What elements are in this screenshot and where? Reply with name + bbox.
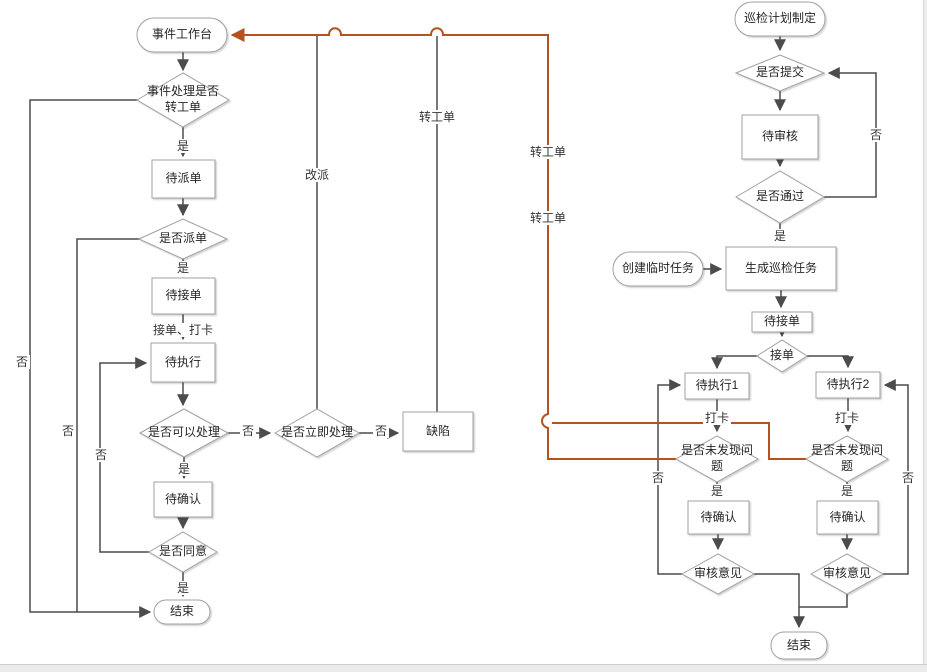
- node-decision-agree[interactable]: 是否同意: [158, 544, 207, 559]
- edge-label-punch-in: 打卡: [702, 411, 732, 425]
- shape-pending-confirm-2[interactable]: [816, 500, 879, 535]
- shape-end-right[interactable]: [770, 631, 828, 660]
- edge-label-no: 否: [649, 471, 667, 485]
- shape-decision-accept[interactable]: [756, 339, 808, 373]
- node-pending-accept-2[interactable]: 待接单: [763, 314, 800, 329]
- shape-generate-task[interactable]: [725, 246, 837, 291]
- shape-pending-confirm[interactable]: [153, 481, 213, 518]
- edge-label-no: 否: [239, 424, 257, 438]
- edge-accept-left: [711, 355, 757, 370]
- shape-decision-no-problem-1[interactable]: [674, 435, 760, 483]
- edge-review1-to-end: [754, 573, 805, 629]
- edge-label-yes: 是: [174, 581, 192, 595]
- node-decision-dispatch[interactable]: 是否派单: [158, 231, 207, 246]
- shape-decision-dispatch[interactable]: [137, 218, 229, 260]
- shape-review-opinion-2[interactable]: [809, 553, 885, 595]
- edge-label-accept-and-punch: 接单、打卡: [150, 323, 216, 337]
- edge-label-yes: 是: [708, 484, 726, 498]
- node-review-opinion-2[interactable]: 审核意见: [822, 566, 871, 581]
- node-decision-transfer[interactable]: 事件处理是否转工单: [146, 84, 219, 114]
- shape-pending-accept-2[interactable]: [751, 311, 813, 333]
- shape-decision-transfer[interactable]: [136, 72, 230, 128]
- edge-label-reassign: 改派: [302, 168, 332, 182]
- node-pending-confirm-2[interactable]: 待确认: [829, 509, 866, 524]
- edge-label-transfer-order: 转工单: [416, 110, 458, 124]
- node-defect[interactable]: 缺陷: [425, 423, 450, 438]
- bottom-scrollbar-strip[interactable]: [0, 664, 927, 672]
- node-review-opinion-1[interactable]: 审核意见: [693, 566, 742, 581]
- edge-accept-right: [807, 355, 854, 369]
- node-generate-task[interactable]: 生成巡检任务: [744, 260, 817, 275]
- shape-decision-no-problem-2[interactable]: [804, 435, 890, 483]
- edge-noproblem2-transfer-order: [552, 415, 806, 460]
- shape-decision-agree[interactable]: [148, 531, 218, 573]
- shape-decision-pass[interactable]: [735, 170, 825, 224]
- node-create-temp-task[interactable]: 创建临时任务: [621, 261, 694, 276]
- node-pending-confirm[interactable]: 待确认: [164, 491, 201, 506]
- shape-inspection-plan[interactable]: [734, 1, 826, 37]
- edge-review2-to-end: [799, 594, 848, 608]
- edge-dispatch-no-to-end: [76, 238, 140, 612]
- node-end-right[interactable]: 结束: [786, 637, 811, 652]
- edge-label-transfer-order: 转工单: [527, 145, 569, 159]
- edge-label-no: 否: [899, 471, 917, 485]
- edge-label-no: 否: [372, 424, 390, 438]
- shape-pending-dispatch[interactable]: [151, 159, 216, 199]
- node-decision-accept[interactable]: 接单: [769, 348, 794, 363]
- node-pending-execute-1[interactable]: 待执行1: [695, 378, 739, 393]
- shape-pending-execute-2[interactable]: [815, 371, 881, 399]
- edge-noproblem1-transfer-order: [230, 27, 676, 460]
- node-decision-submit[interactable]: 是否提交: [755, 65, 804, 80]
- node-pending-dispatch[interactable]: 待派单: [165, 171, 202, 186]
- edge-transfer-no-to-end: [29, 99, 152, 618]
- node-pending-review[interactable]: 待审核: [761, 129, 798, 144]
- edge-label-yes: 是: [175, 462, 193, 476]
- edge-label-transfer-order: 转工单: [527, 211, 569, 225]
- shape-defect[interactable]: [402, 411, 474, 452]
- shape-decision-submit[interactable]: [734, 54, 826, 92]
- node-decision-no-problem-1[interactable]: 是否未发现问题: [680, 443, 753, 473]
- shape-pending-execute-1[interactable]: [684, 372, 750, 400]
- edge-label-yes: 是: [771, 229, 789, 243]
- shape-pending-confirm-1[interactable]: [687, 500, 750, 535]
- node-decision-can-handle[interactable]: 是否可以处理: [147, 425, 220, 440]
- node-inspection-plan[interactable]: 巡检计划制定: [743, 11, 816, 26]
- node-decision-pass[interactable]: 是否通过: [755, 189, 804, 204]
- edge-label-yes: 是: [174, 139, 192, 153]
- shape-create-temp-task[interactable]: [612, 251, 704, 287]
- node-decision-immediate[interactable]: 是否立即处理: [280, 425, 353, 440]
- shape-event-workbench[interactable]: [136, 17, 228, 53]
- shape-pending-review[interactable]: [741, 114, 819, 160]
- edge-label-punch-in: 打卡: [832, 411, 862, 425]
- edge-label-no: 否: [92, 448, 110, 462]
- shape-end-left[interactable]: [153, 599, 211, 625]
- edge-label-no: 否: [867, 128, 885, 142]
- node-decision-no-problem-2[interactable]: 是否未发现问题: [810, 443, 883, 473]
- edge-label-no: 否: [13, 355, 31, 369]
- node-pending-execute[interactable]: 待执行: [164, 354, 201, 369]
- shape-pending-execute[interactable]: [150, 342, 216, 383]
- edge-label-yes: 是: [174, 261, 192, 275]
- shape-pending-accept[interactable]: [151, 277, 216, 315]
- shape-decision-can-handle[interactable]: [138, 408, 230, 458]
- shape-review-opinion-1[interactable]: [680, 553, 756, 595]
- shapes: [136, 1, 890, 660]
- node-event-workbench[interactable]: 事件工作台: [151, 27, 212, 42]
- edge-label-no: 否: [59, 424, 77, 438]
- node-pending-accept[interactable]: 待接单: [165, 288, 202, 303]
- edge-label-yes: 是: [838, 484, 856, 498]
- shape-decision-immediate[interactable]: [273, 408, 361, 458]
- node-end-left[interactable]: 结束: [169, 604, 194, 619]
- right-scrollbar-strip[interactable]: [923, 0, 927, 664]
- node-pending-confirm-1[interactable]: 待确认: [700, 509, 737, 524]
- node-pending-execute-2[interactable]: 待执行2: [826, 377, 870, 392]
